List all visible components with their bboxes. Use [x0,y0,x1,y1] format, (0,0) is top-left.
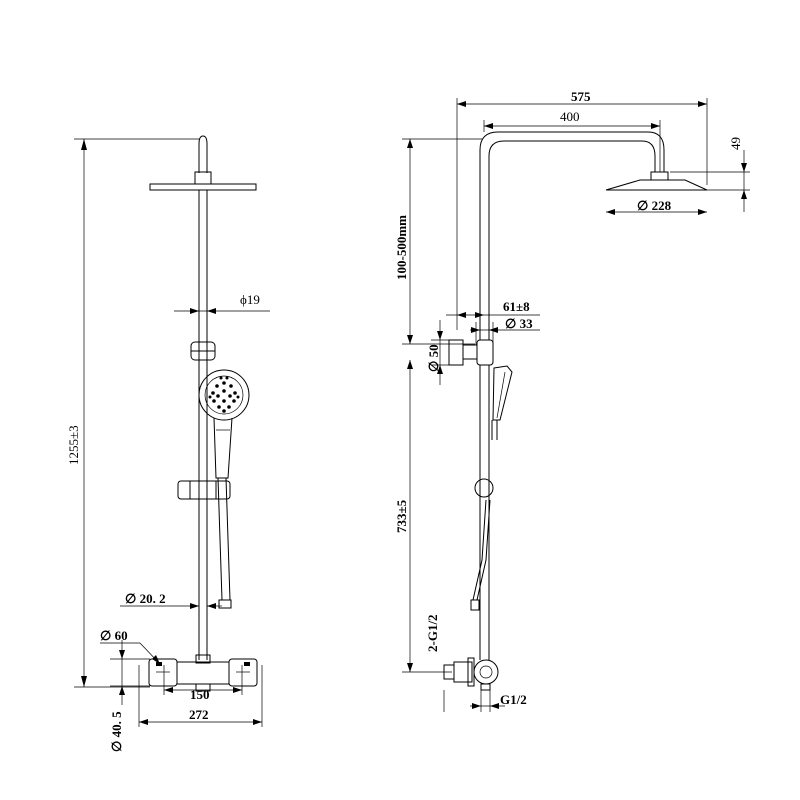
shower-hose-side [470,499,491,611]
bar-diameter-label: ∅ 20. 2 [125,591,166,606]
riser-top-bend [198,135,208,173]
wall-bracket: ∅ 50 [426,320,494,385]
dimension-arm-reach: 400 [483,109,661,172]
head-drop-label: 49 [728,137,743,150]
dimension-riser-diameter: ϕ19 [174,292,270,314]
slide-bar [479,365,490,660]
dimension-lower-height: 733±5 [394,360,452,673]
riser-diameter-label: ϕ19 [240,292,260,307]
rain-shower-head-side: ∅ 228 [605,171,708,215]
center-distance-label: 150 [190,687,210,702]
shower-arm [479,131,665,340]
bracket-tube-label: ∅ 33 [505,316,533,331]
dimension-bar-diameter: ∅ 20. 2 [120,591,222,609]
dimension-bracket-offset: 61±8 [446,299,540,318]
head-diameter-label: ∅ 228 [637,198,672,213]
dimension-body-width: 272 [138,665,263,727]
dimension-arm-length: 575 [456,89,708,330]
inlet-thread-label: 2-G1/2 [425,614,440,652]
lower-slide-holder [177,480,231,500]
mixer-side [443,657,499,712]
outlet-diameter-label: ∅ 60 [100,628,128,643]
dimension-adjustable-range: 100-500mm [394,138,482,345]
adjustable-range-label: 100-500mm [394,215,409,280]
shower-hose [217,477,232,609]
front-view: 1255±3 ϕ19 [66,135,270,752]
total-height-label: 1255±3 [66,425,81,465]
arm-reach-label: 400 [560,109,580,124]
arm-length-label: 575 [571,89,591,104]
upper-slide-bracket [190,341,216,361]
thermostatic-mixer [148,654,258,692]
bracket-offset-label: 61±8 [503,299,530,314]
body-width-label: 272 [189,707,209,722]
body-depth-label: ∅ 40. 5 [109,711,124,752]
outlet-thread-label: G1/2 [500,692,527,707]
slide-holder-knob [474,478,494,498]
hand-shower [198,369,250,479]
lower-height-label: 733±5 [394,499,409,533]
side-view: 575 400 49 [394,89,750,712]
dimension-total-height: 1255±3 [66,138,200,688]
riser-pipe [198,190,208,660]
hand-shower-side [491,365,513,440]
dimension-outlet-thread: G1/2 [470,690,527,712]
dimension-bracket-tube: ∅ 33 [470,316,540,345]
dimension-center-distance: 150 [163,665,243,702]
dimension-body-depth: ∅ 40. 5 [109,640,150,752]
wall-plate-label: ∅ 50 [426,344,441,372]
dimension-head-drop: 49 [670,137,750,212]
hand-shower-nozzles [208,376,240,413]
rain-shower-head [149,171,257,191]
